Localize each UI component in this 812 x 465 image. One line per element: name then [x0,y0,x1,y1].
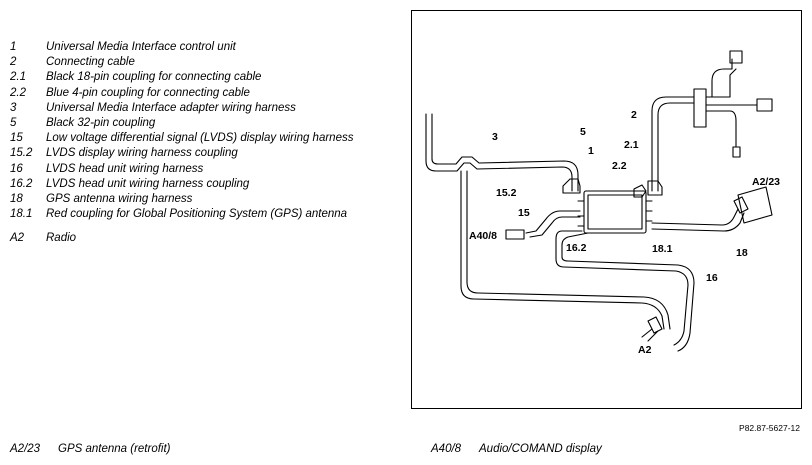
harness-3 [425,113,573,192]
figure-reference: P82.87-5627-12 [739,423,800,433]
label-16: 16 [706,272,718,284]
label-2: 2 [631,109,637,121]
coupling-2-1 [647,180,663,196]
label-5: 5 [580,126,586,138]
control-unit-1 [583,190,647,234]
label-2-2: 2.2 [612,160,627,172]
gps-antenna-a2-23 [737,186,773,224]
label-2-1: 2.1 [624,139,639,151]
label-15-2: 15.2 [496,187,517,199]
connecting-cable-2 [651,96,695,192]
label-1: 1 [588,145,594,157]
label-a2-23: A2/23 [752,176,780,188]
label-16-2: 16.2 [566,242,587,254]
label-18: 18 [736,247,748,259]
label-18-1: 18.1 [652,243,673,255]
lvds-head-harness-16 [555,230,689,346]
gps-harness-18 [651,208,739,226]
lvds-display-harness-15 [525,210,581,234]
label-a2: A2 [638,344,652,356]
coupling-2-2 [633,184,647,198]
wiring-diagram: 3 5 1 2 2.1 2.2 15.2 15 A40/8 16.2 18.1 … [425,50,780,356]
label-3: 3 [492,131,498,143]
wiring-diagram-frame: 3 5 1 2 2.1 2.2 15.2 15 A40/8 16.2 18.1 … [411,10,802,409]
label-a40-8: A40/8 [469,230,497,242]
coupling-5 [562,178,581,194]
label-15: 15 [518,207,530,219]
